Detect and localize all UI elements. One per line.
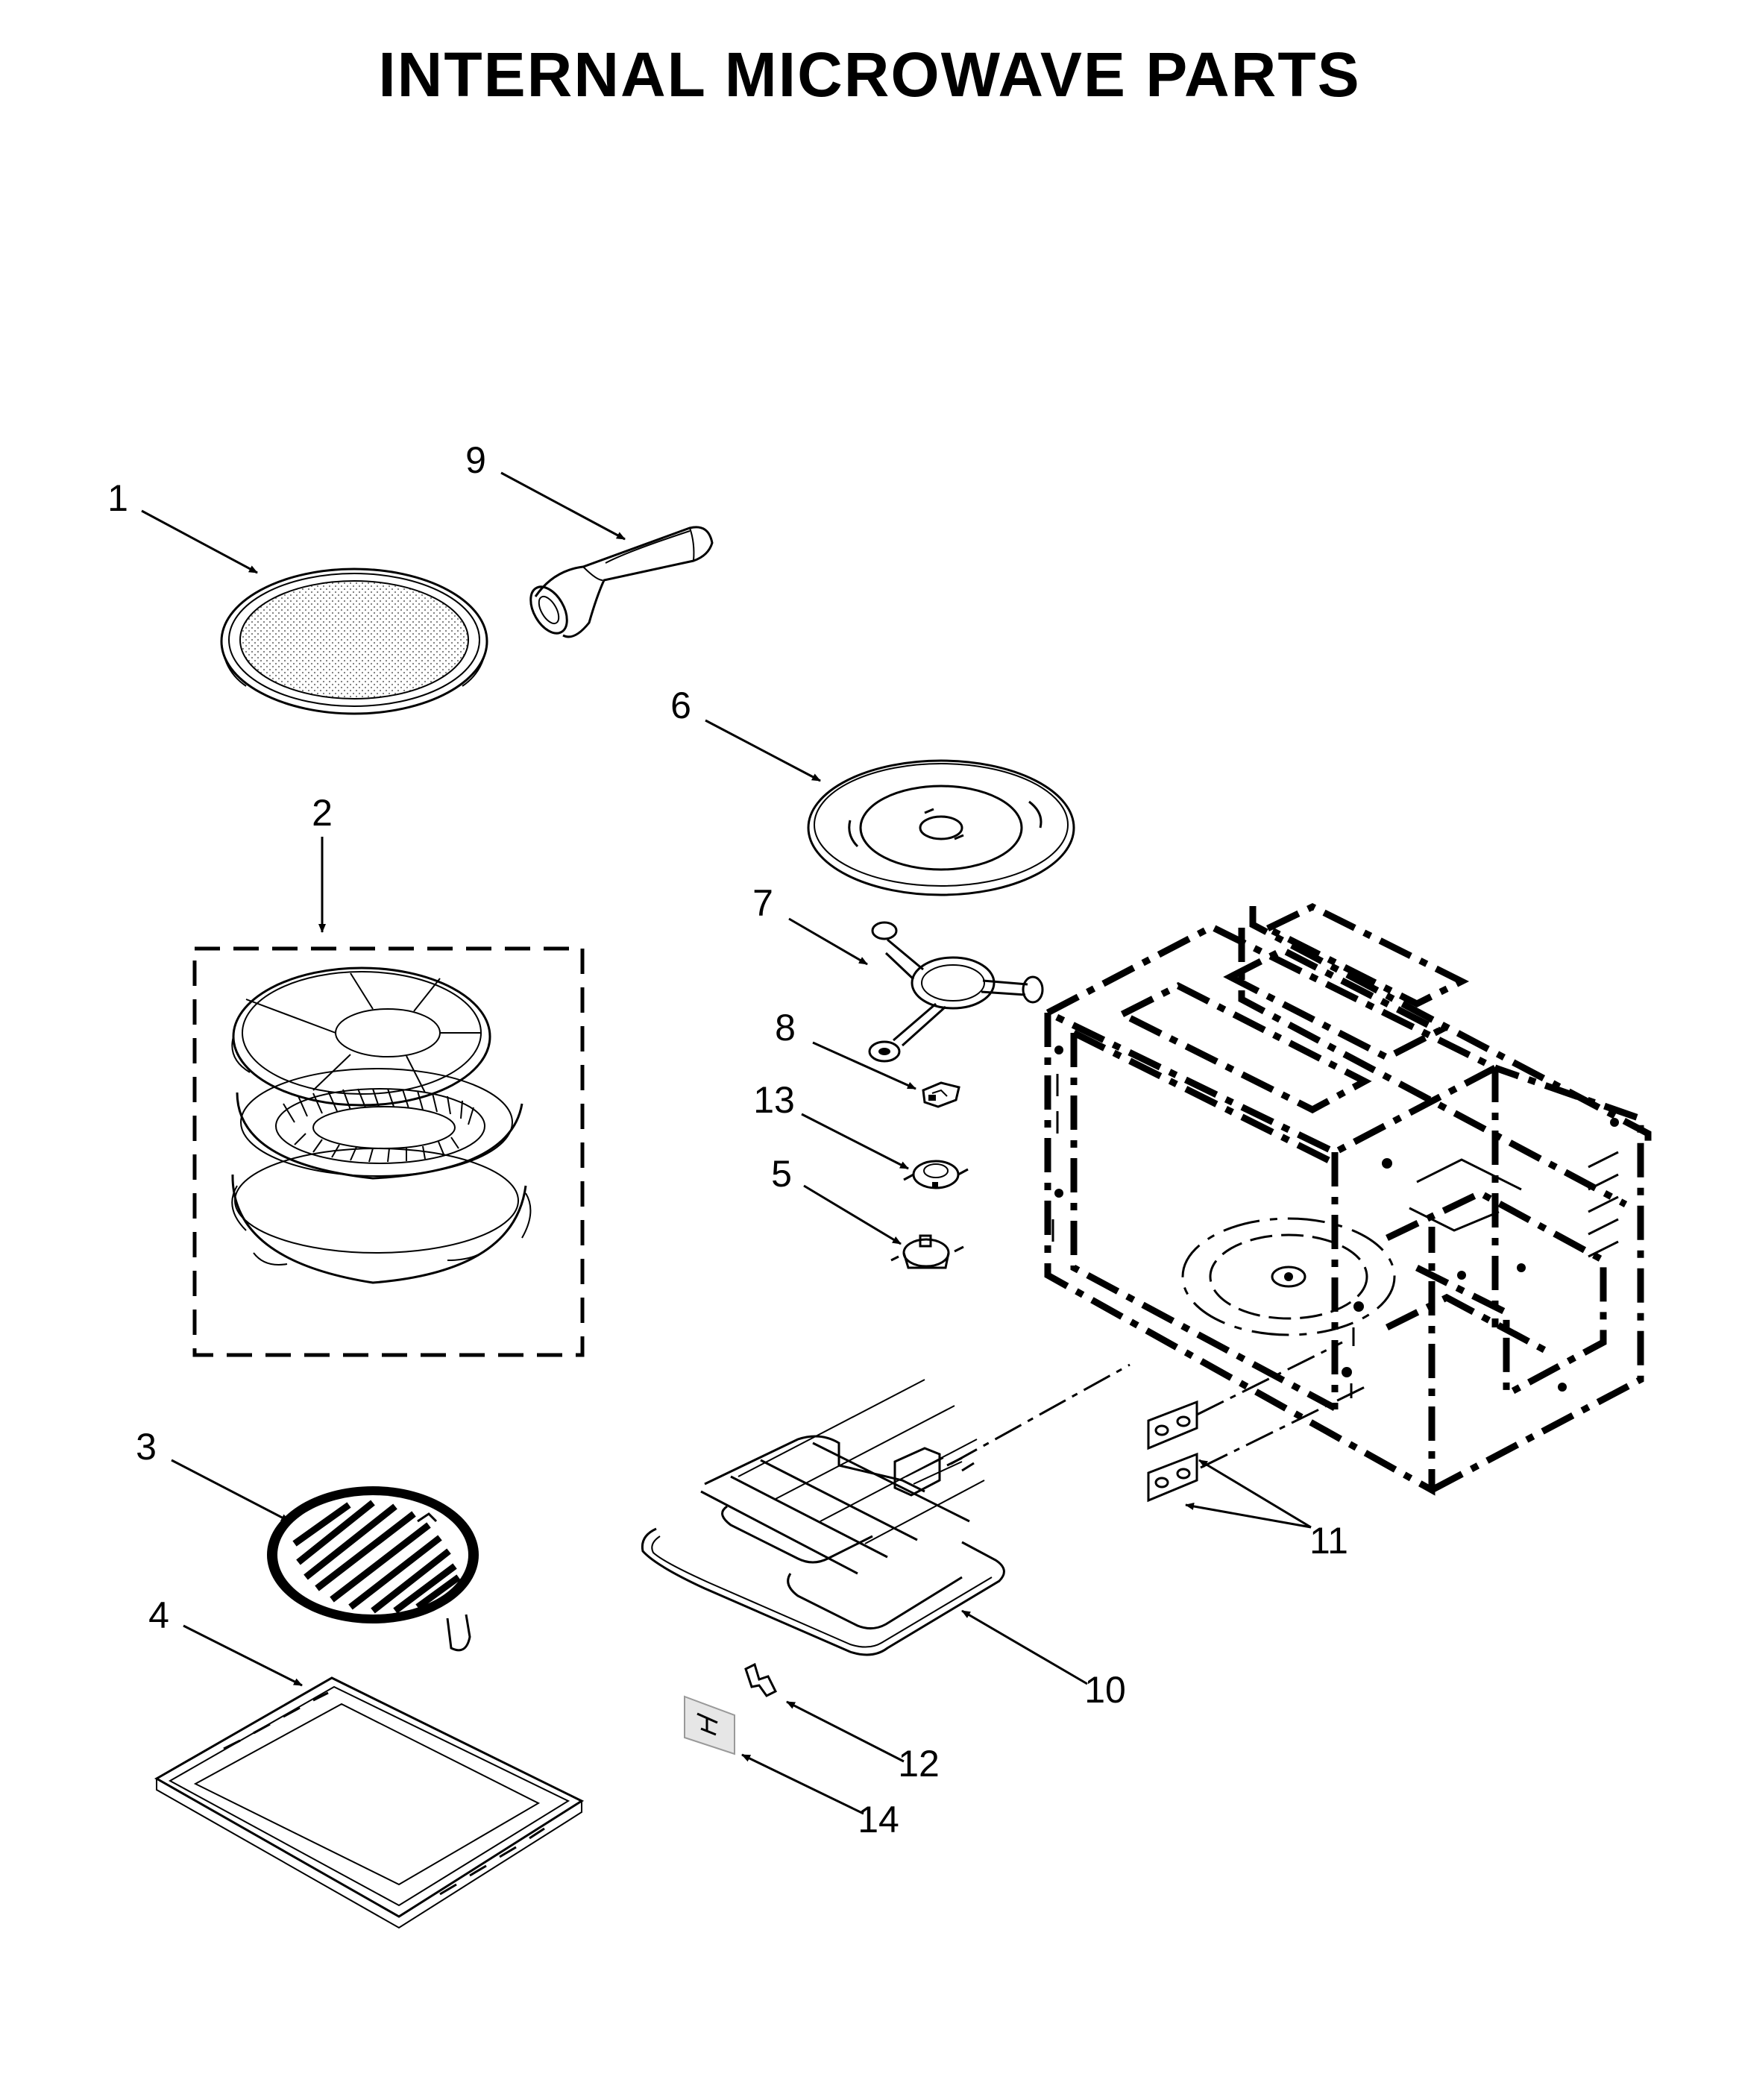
oven-cavity bbox=[1040, 902, 1652, 1496]
leader-arrow-4 bbox=[183, 1624, 303, 1687]
part-3-grill-rack bbox=[267, 1486, 479, 1652]
callout-5: 5 bbox=[771, 1153, 792, 1195]
leader-arrow-9 bbox=[500, 471, 626, 541]
part-1-crisper-tray bbox=[220, 568, 488, 715]
part-7-roller-ring bbox=[868, 921, 1044, 1063]
part-2-steamer-set bbox=[192, 946, 585, 1357]
part-11-covers bbox=[1147, 1341, 1365, 1503]
callout-8: 8 bbox=[775, 1007, 796, 1049]
leader-arrow-8 bbox=[812, 1041, 916, 1090]
part-5-turntable-motor bbox=[890, 1234, 964, 1269]
part-13-thermal-fuse bbox=[903, 1160, 969, 1189]
callout-13: 13 bbox=[753, 1079, 795, 1121]
leader-arrow-3 bbox=[171, 1459, 290, 1523]
callout-10: 10 bbox=[1084, 1669, 1126, 1711]
part-10-heating-element bbox=[641, 1363, 1130, 1656]
callout-14: 14 bbox=[858, 1799, 899, 1840]
leader-arrow-11a bbox=[1198, 1459, 1312, 1529]
leader-arrow-13 bbox=[801, 1113, 909, 1170]
callout-1: 1 bbox=[107, 477, 128, 519]
callout-3: 3 bbox=[136, 1426, 157, 1468]
leader-arrow-6 bbox=[705, 719, 821, 782]
leader-arrow-14 bbox=[741, 1753, 864, 1815]
part-4-baking-tray bbox=[154, 1676, 585, 1929]
leader-arrow-10 bbox=[961, 1609, 1088, 1685]
part-8-switch bbox=[922, 1081, 960, 1108]
leader-arrows bbox=[141, 471, 1312, 1815]
leader-arrow-11b bbox=[1185, 1503, 1312, 1529]
part-14-label bbox=[684, 1695, 735, 1755]
callout-9: 9 bbox=[465, 439, 486, 481]
callout-11: 11 bbox=[1309, 1520, 1348, 1562]
callout-7: 7 bbox=[752, 882, 773, 924]
leader-arrow-5 bbox=[803, 1184, 902, 1245]
part-6-turntable-tray bbox=[807, 759, 1075, 896]
leader-arrow-12 bbox=[786, 1700, 905, 1763]
callout-2: 2 bbox=[312, 792, 333, 834]
callout-12: 12 bbox=[898, 1743, 940, 1785]
page-title: INTERNAL MICROWAVE PARTS bbox=[378, 40, 1361, 110]
leader-arrow-7 bbox=[788, 917, 868, 966]
callout-6: 6 bbox=[670, 685, 691, 726]
part-9-crisper-handle bbox=[529, 526, 714, 638]
callout-4: 4 bbox=[148, 1594, 169, 1636]
leader-arrow-1 bbox=[141, 509, 258, 574]
part-12-clip bbox=[744, 1662, 778, 1697]
